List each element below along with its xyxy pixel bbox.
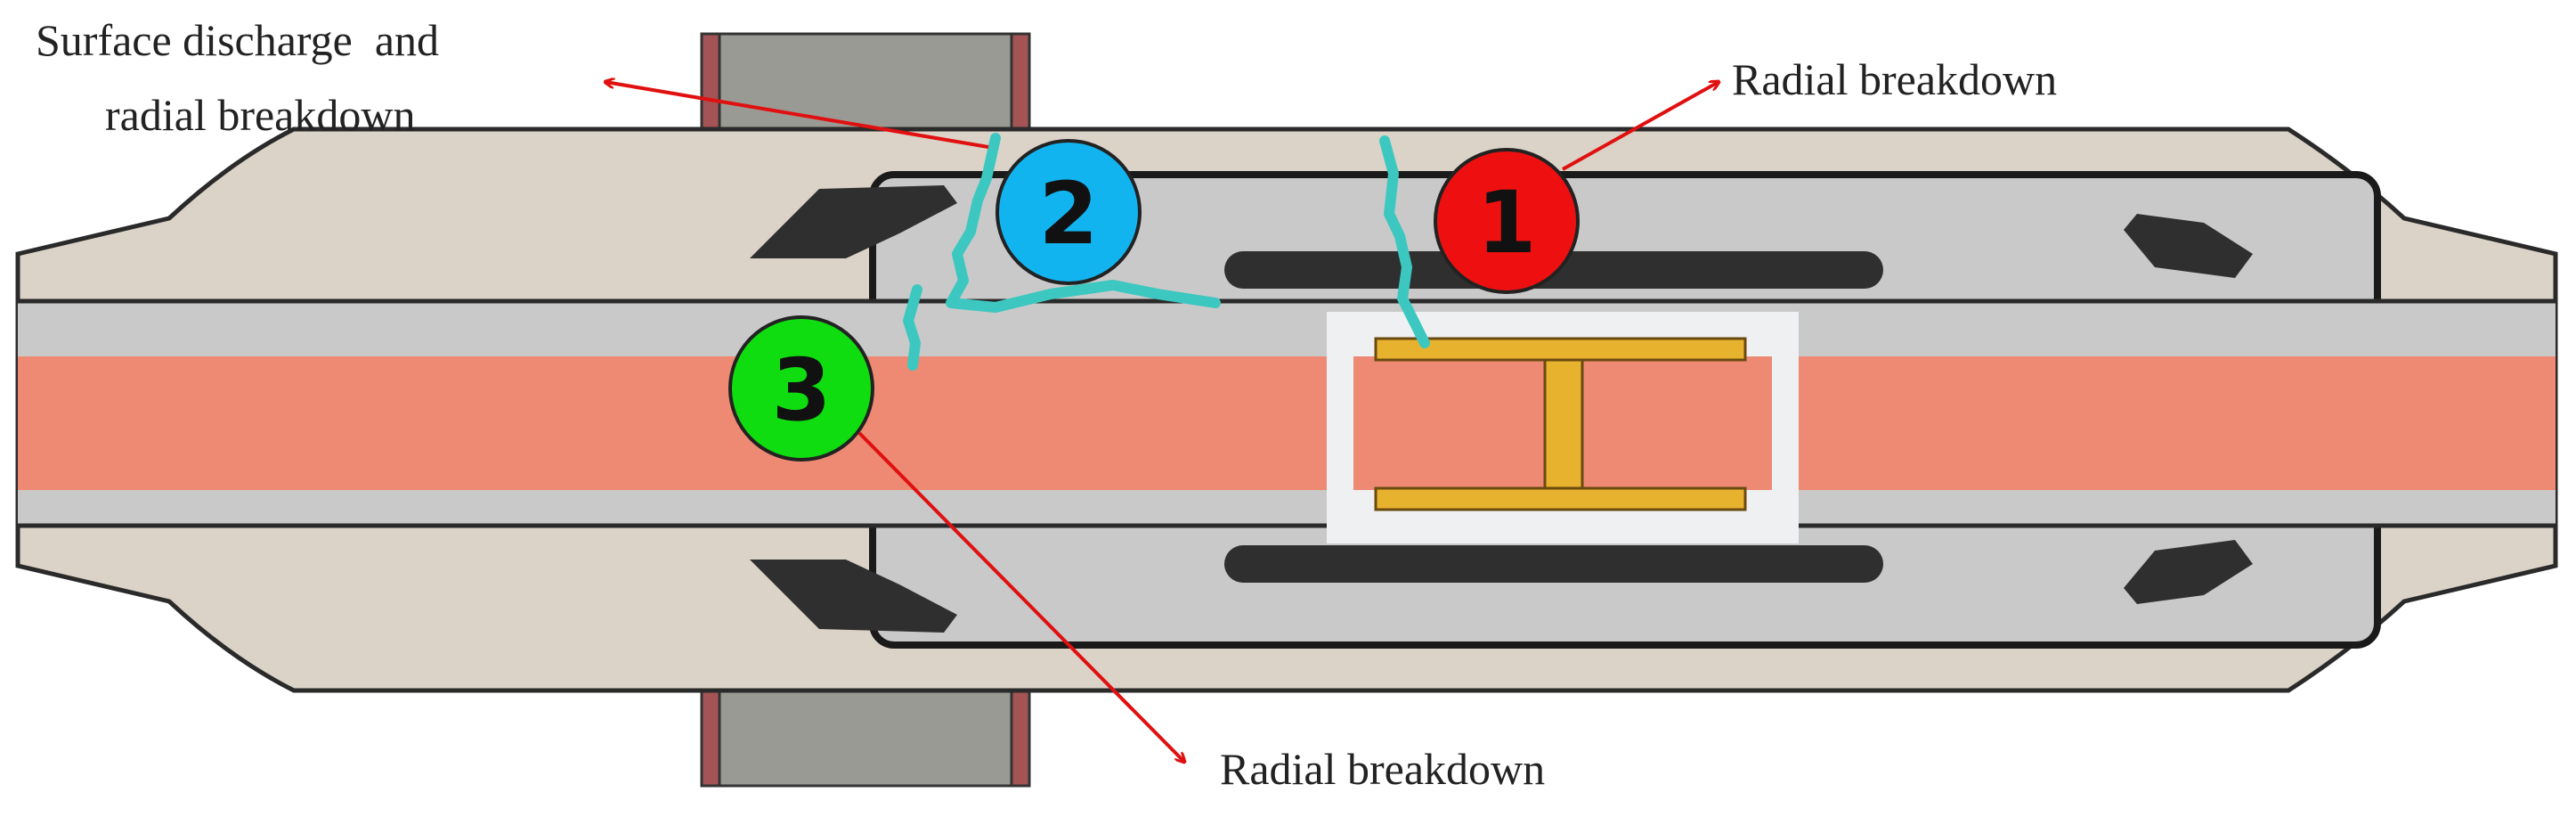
- arrow-radial-bottom: [857, 431, 1184, 762]
- conductor: [18, 356, 2556, 490]
- callout-arrows: [605, 82, 1719, 762]
- discharge-trees: [903, 133, 1430, 371]
- svg-text:2: 2: [1039, 164, 1099, 264]
- marker-2: 2: [995, 139, 1142, 285]
- arrow-radial-top: [1562, 82, 1719, 171]
- arrow-surface-discharge: [605, 82, 989, 149]
- label-surface-discharge-line1: Surface discharge and: [36, 15, 439, 65]
- label-radial-breakdown-top: Radial breakdown: [1732, 54, 2057, 104]
- label-radial-breakdown-bottom: Radial breakdown: [1220, 744, 1545, 794]
- svg-text:1: 1: [1477, 173, 1537, 273]
- label-surface-discharge-line2: radial breakdown: [105, 90, 415, 140]
- electrode-bottom: [1224, 545, 1883, 583]
- stress-cone-left-bottom: [750, 560, 957, 633]
- stress-cone-right-bottom: [2124, 540, 2253, 604]
- svg-text:3: 3: [772, 340, 832, 440]
- stress-cone-right-top: [2124, 214, 2253, 278]
- marker-1: 1: [1434, 148, 1580, 294]
- i-connector: [1374, 337, 1747, 511]
- marker-3: 3: [728, 315, 874, 462]
- stress-cone-left-top: [750, 185, 957, 258]
